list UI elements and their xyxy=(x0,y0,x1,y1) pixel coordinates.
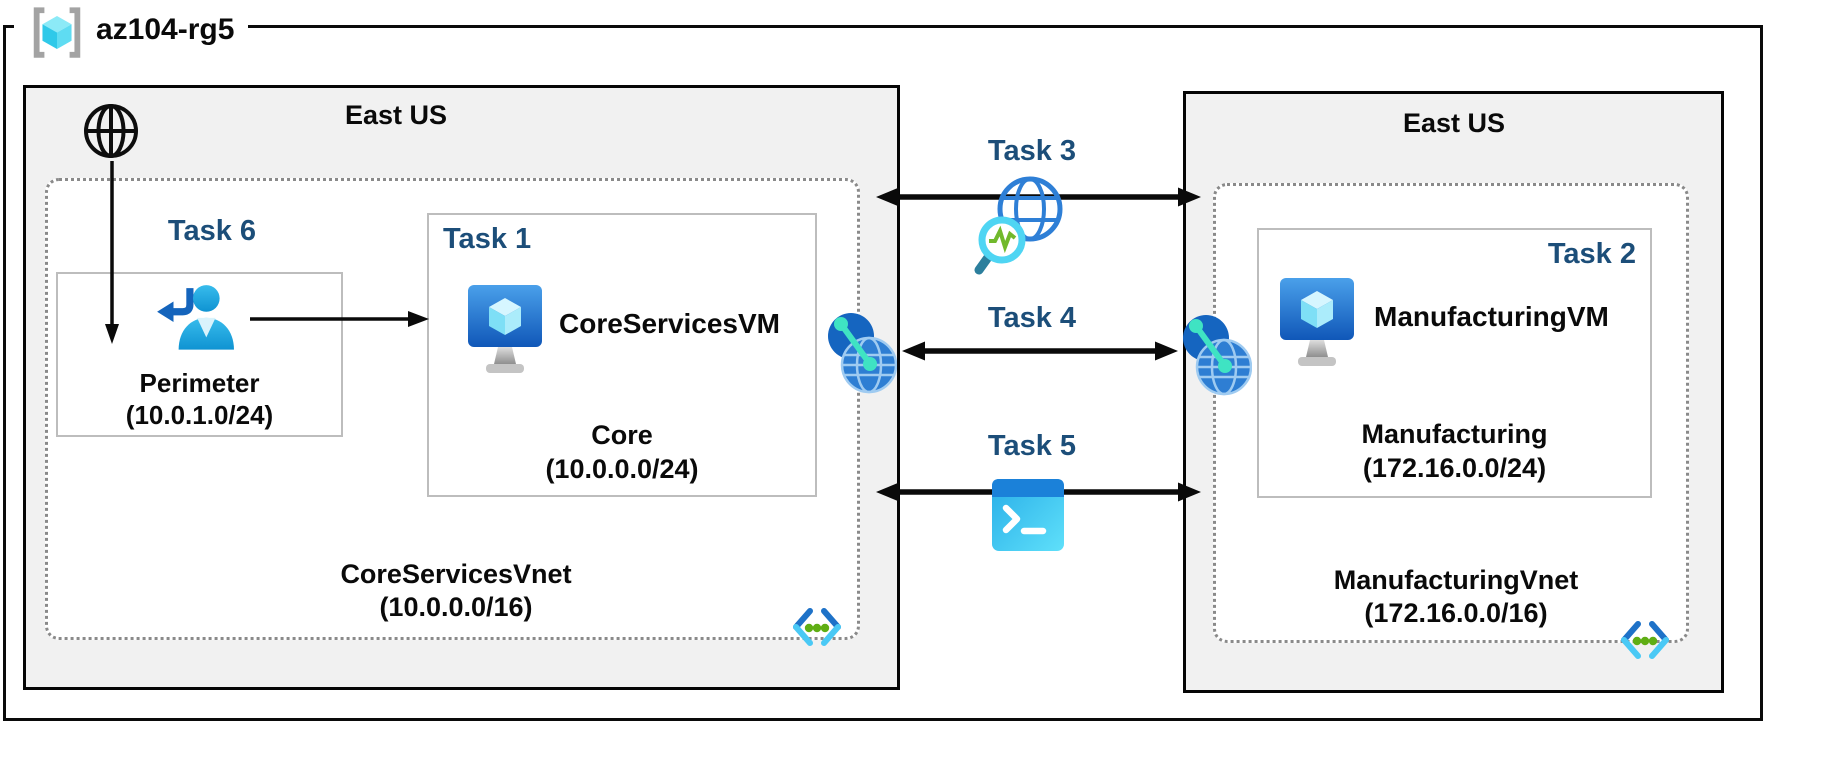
task3-label: Task 3 xyxy=(987,135,1077,167)
vnet-peering-icon-right xyxy=(1183,315,1252,396)
task2-label: Task 2 xyxy=(1547,238,1636,270)
resource-group-title: az104-rg5 xyxy=(96,13,235,46)
task4-arrow xyxy=(902,341,1178,361)
task4-label: Task 4 xyxy=(987,302,1077,334)
region-label-left: East US xyxy=(344,100,448,130)
subnet-name: Manufacturing xyxy=(1361,419,1548,449)
vm-name: CoreServicesVM xyxy=(559,308,781,339)
perimeter-subnet-box: Perimeter (10.0.1.0/24) xyxy=(56,272,343,437)
resource-group-icon xyxy=(33,7,81,58)
task1-label: Task 1 xyxy=(443,223,532,255)
subnet-cidr: (10.0.0.0/24) xyxy=(545,454,699,484)
vnet-name: CoreServicesVnet xyxy=(340,559,572,589)
vnet-name: ManufacturingVnet xyxy=(1333,565,1579,595)
region-box-right: East US Task 2 xyxy=(1183,91,1724,693)
cloud-shell-icon xyxy=(992,479,1064,551)
virtual-machine-icon xyxy=(468,285,542,373)
perimeter-subnet-name: Perimeter xyxy=(139,368,260,398)
vnet-peering-icon-left xyxy=(828,313,897,394)
vnet-cidr: (10.0.0.0/16) xyxy=(379,592,533,622)
vnet-cidr: (172.16.0.0/16) xyxy=(1364,598,1548,628)
region-label-right: East US xyxy=(1402,108,1506,138)
internet-to-perimeter-arrow xyxy=(105,161,119,344)
title-background xyxy=(14,16,248,38)
task6-label: Task 6 xyxy=(167,215,257,247)
virtual-network-icon xyxy=(793,608,841,646)
subnet-name: Core xyxy=(591,420,653,450)
internet-icon xyxy=(84,104,138,158)
task1-box: Task 1 CoreServicesVM Core xyxy=(427,213,817,497)
region-box-left: East US Task 6 xyxy=(23,85,900,690)
perimeter-subnet-cidr: (10.0.1.0/24) xyxy=(125,400,274,430)
virtual-machine-icon xyxy=(1280,278,1354,366)
vm-name: ManufacturingVM xyxy=(1374,301,1609,332)
task2-box: Task 2 ManufacturingVM Manufactu xyxy=(1257,228,1652,498)
task5-label: Task 5 xyxy=(987,430,1077,462)
virtual-network-icon xyxy=(1621,621,1669,659)
sign-in-user-icon xyxy=(157,285,234,350)
perimeter-to-vm-arrow xyxy=(250,311,429,327)
network-watcher-icon xyxy=(974,176,1063,275)
subnet-cidr: (172.16.0.0/24) xyxy=(1362,453,1547,483)
